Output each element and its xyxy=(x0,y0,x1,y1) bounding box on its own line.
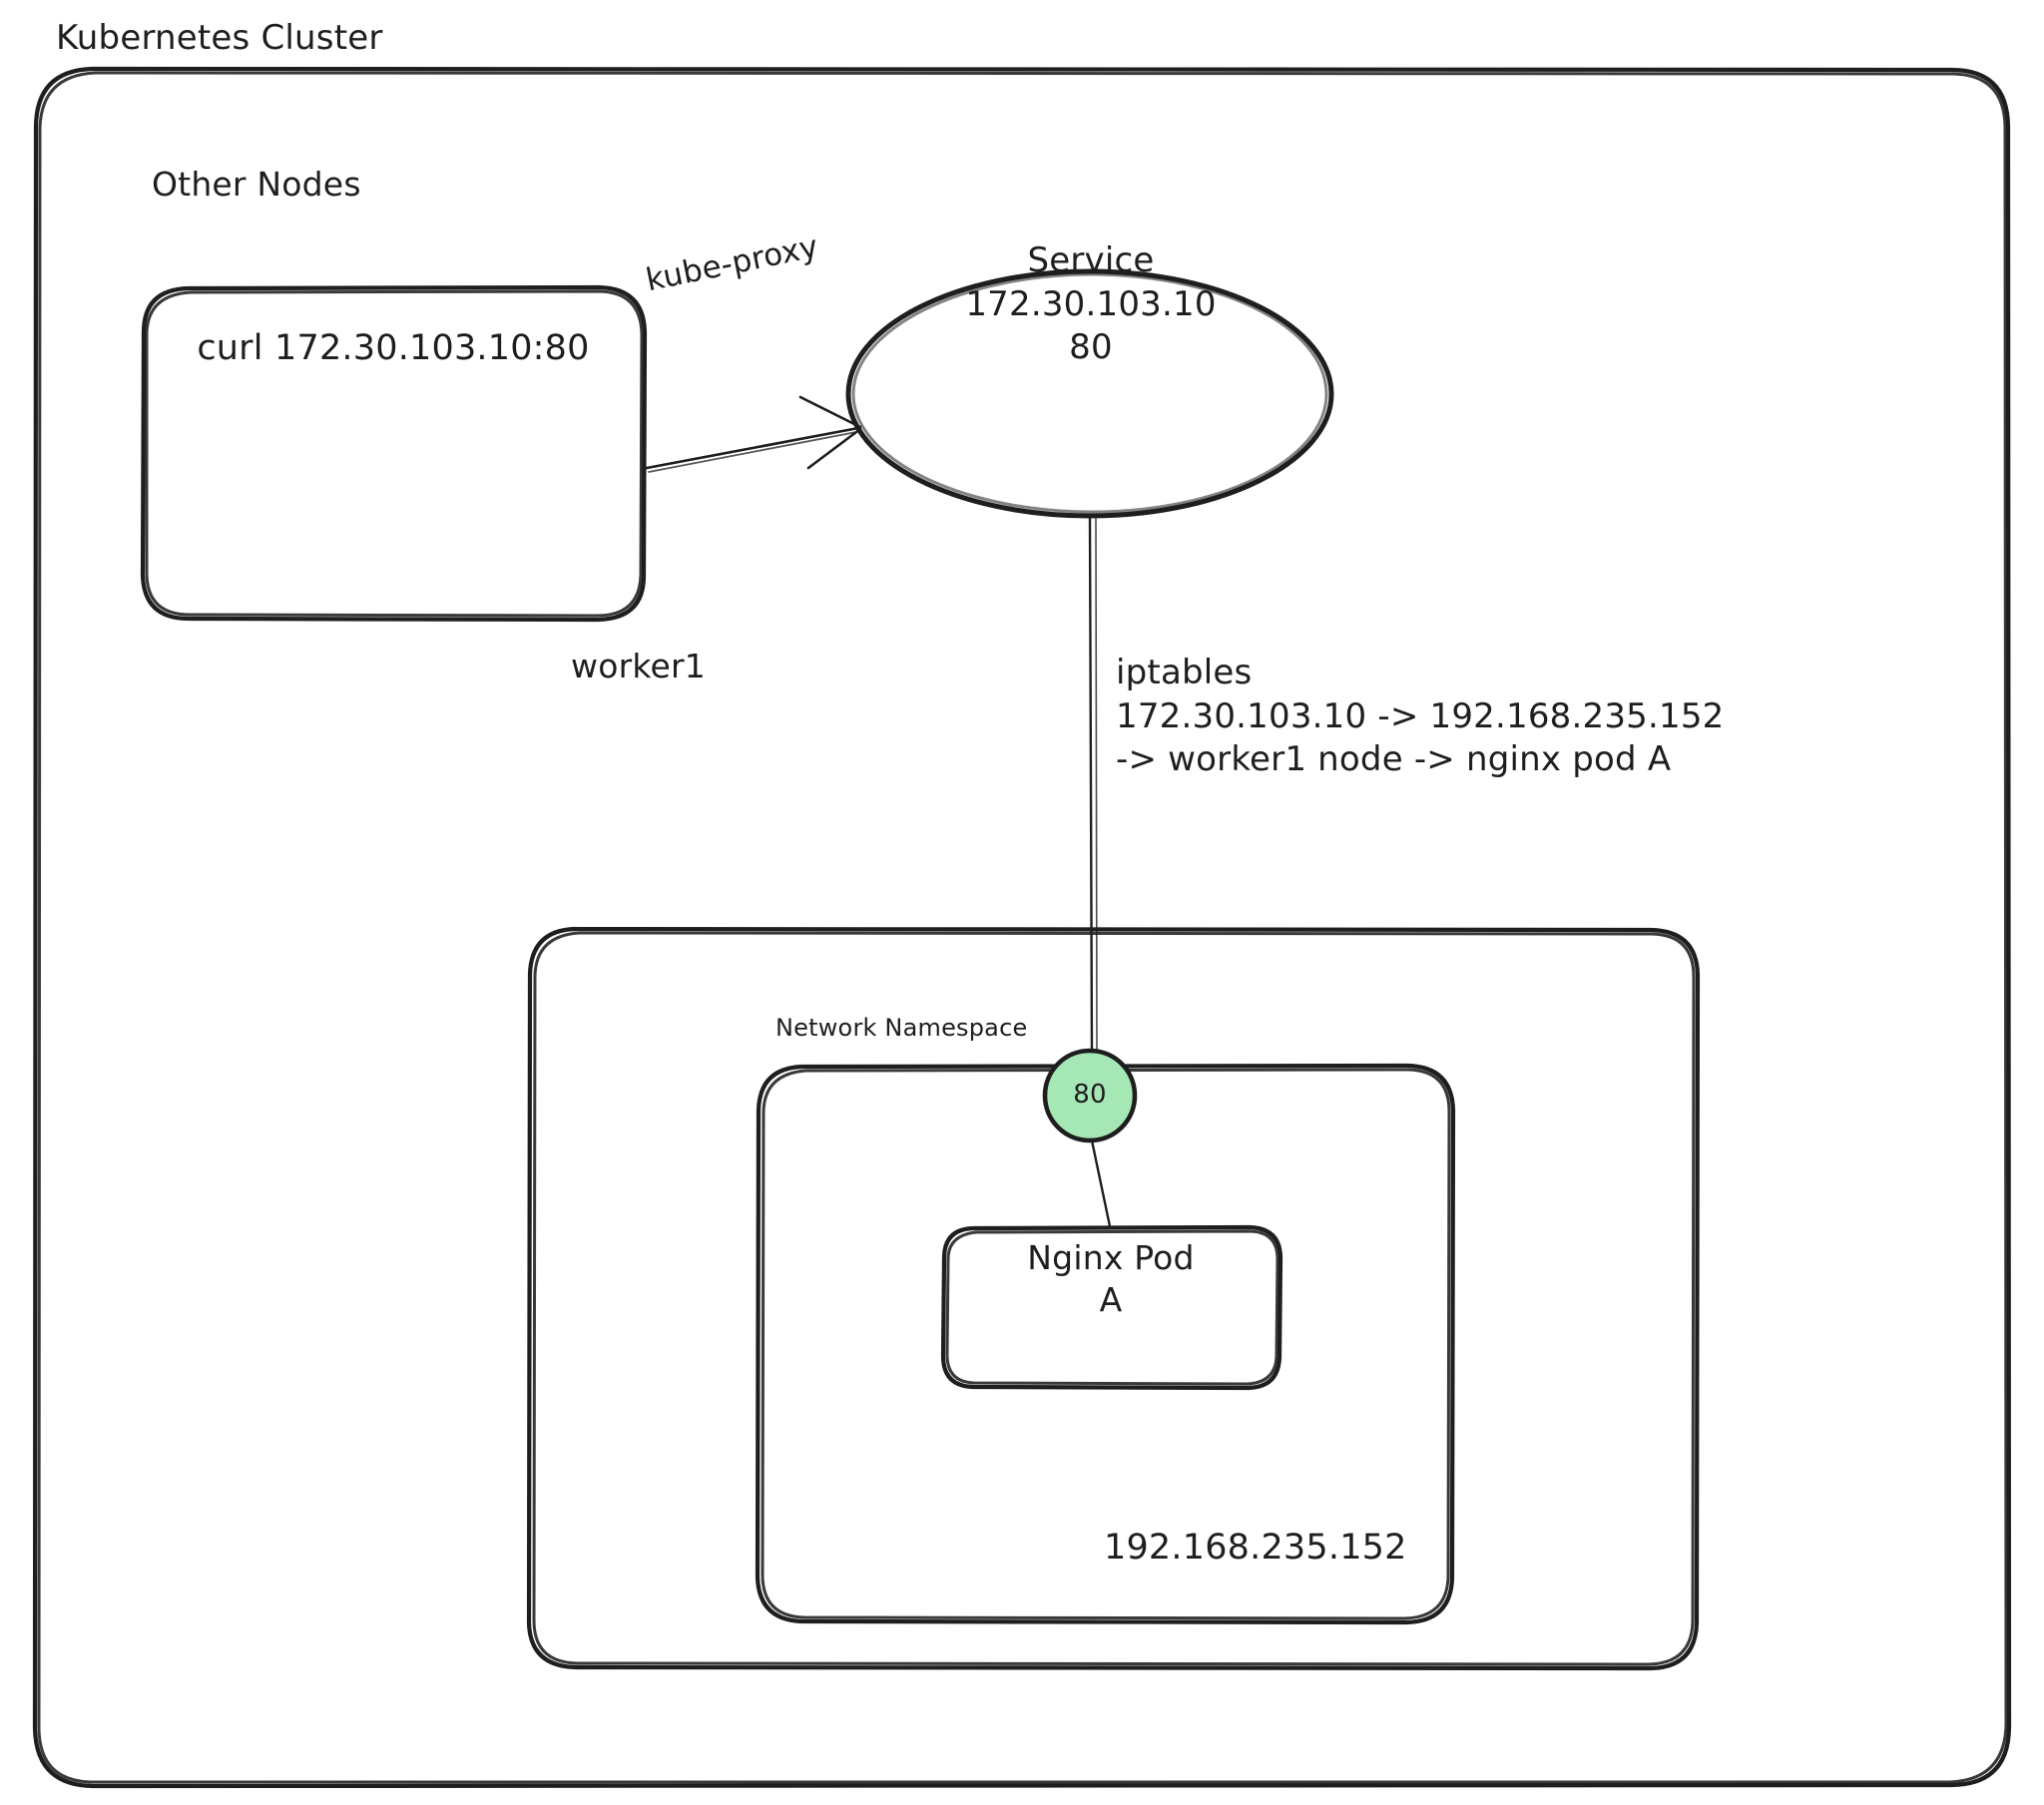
cluster-boundary-box xyxy=(32,66,2012,1789)
iptables-annotation-label: iptables 172.30.103.10 -> 192.168.235.15… xyxy=(1116,653,1725,780)
nginx-pod-box xyxy=(940,1224,1283,1391)
service-label: Service 172.30.103.10 80 xyxy=(965,240,1217,368)
worker1-box xyxy=(526,926,1701,1671)
kube-proxy-arrow xyxy=(645,395,862,473)
cluster-title-label: Kubernetes Cluster xyxy=(56,18,383,58)
other-nodes-box xyxy=(140,284,648,623)
pod-ip-label: 192.168.235.152 xyxy=(1104,1528,1407,1568)
service-to-port-connector xyxy=(1088,514,1098,1054)
curl-command-label: curl 172.30.103.10:80 xyxy=(197,328,590,368)
worker1-title-label: worker1 xyxy=(571,647,706,685)
other-nodes-title-label: Other Nodes xyxy=(152,165,361,204)
network-namespace-box xyxy=(755,1063,1456,1625)
network-namespace-title-label: Network Namespace xyxy=(775,1014,1028,1042)
port-80-label: 80 xyxy=(1073,1080,1107,1110)
port-80-node xyxy=(1042,1048,1138,1143)
nginx-pod-label: Nginx Pod A xyxy=(1027,1238,1195,1320)
port-80-circle-fill xyxy=(1045,1051,1135,1140)
port-to-pod-connector xyxy=(1090,1138,1112,1228)
